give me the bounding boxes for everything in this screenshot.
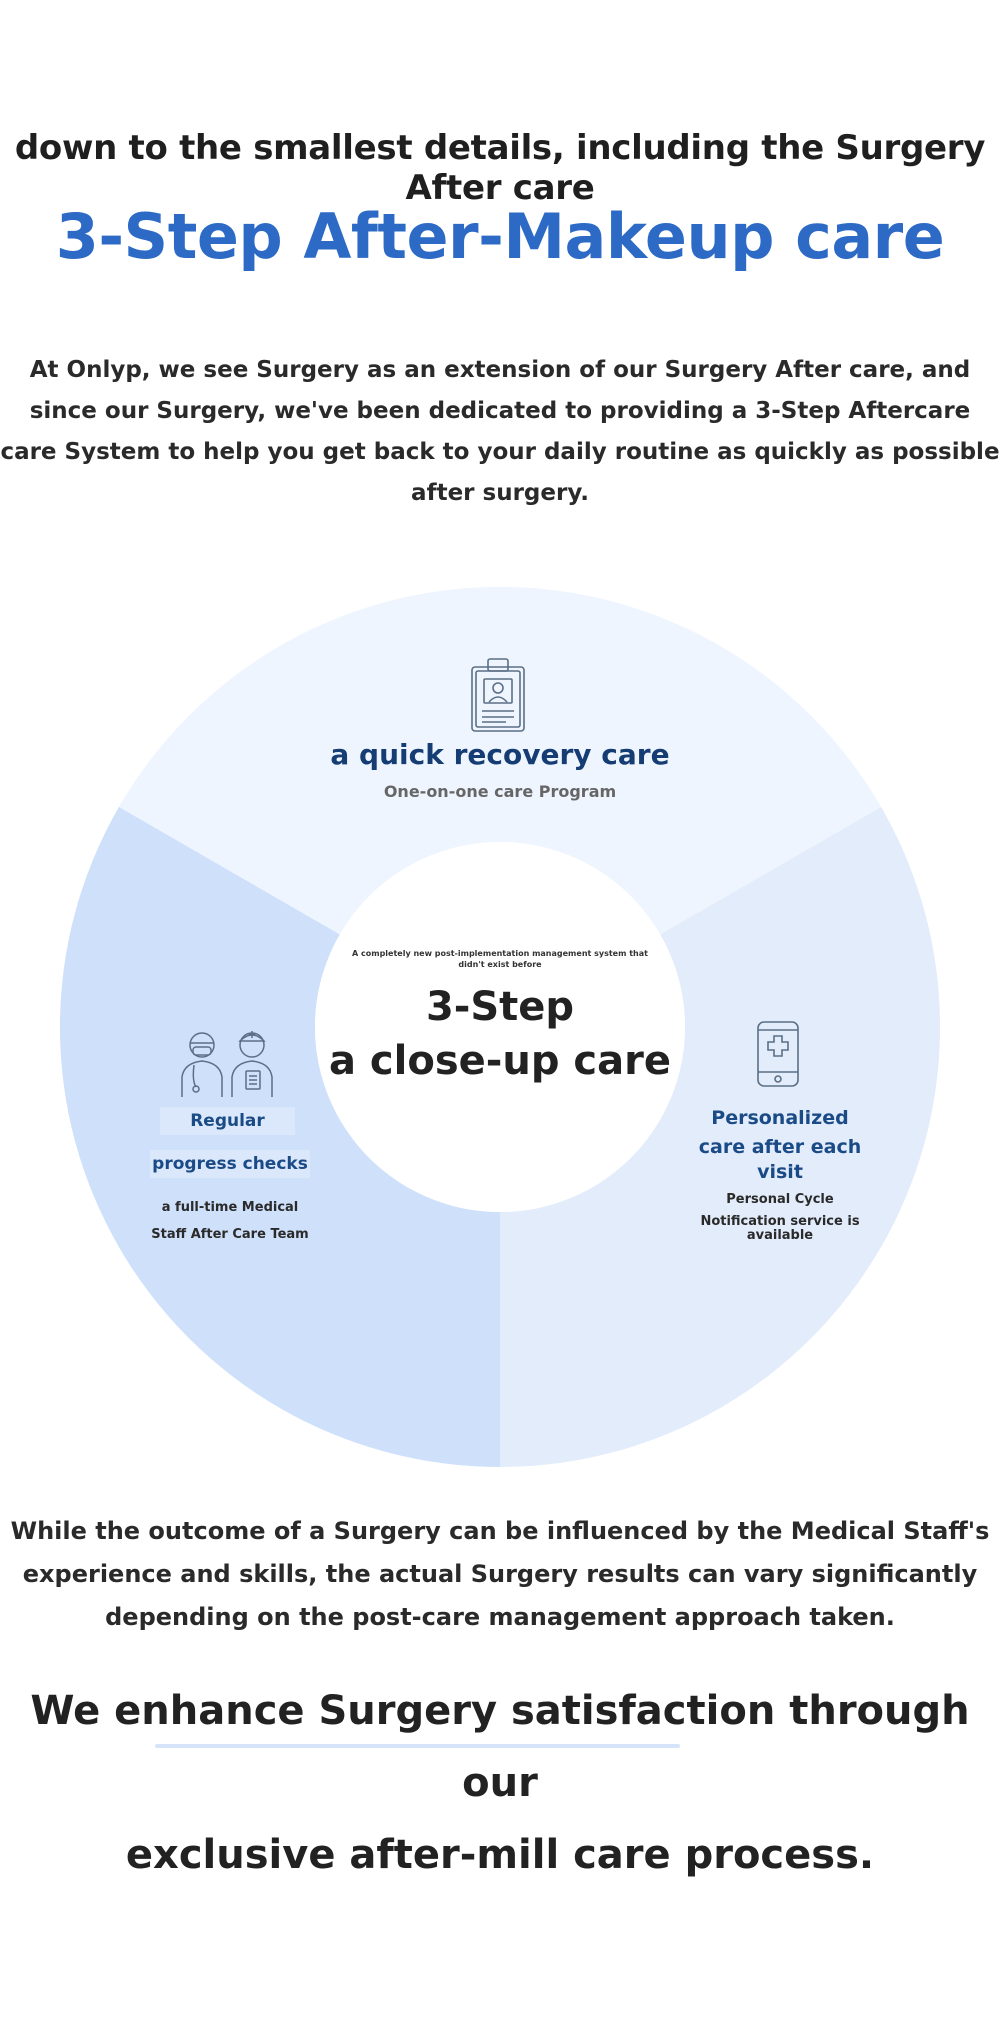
ring-segment-right	[500, 807, 940, 1467]
enhance-underline	[155, 1744, 680, 1748]
mobile-phone-icon	[757, 1021, 799, 1087]
ring-right-title: Personalized care after each visit	[690, 1104, 870, 1182]
enhance-line2: exclusive after-mill care process.	[125, 1832, 875, 1878]
ring-top-subtitle: One-on-one care Program	[383, 782, 617, 801]
ring-right-title-line3: visit	[757, 1161, 803, 1183]
enhance-line1: We enhance Surgery satisfaction through …	[30, 1688, 970, 1806]
ring-center-circle	[315, 842, 685, 1212]
aftercare-ring-diagram	[60, 587, 940, 1467]
ring-segment-left	[60, 807, 500, 1467]
ring-left-title-line1: Regular	[160, 1107, 295, 1135]
medical-staff-icon	[181, 1031, 273, 1097]
ring-top-title: a quick recovery care	[330, 738, 670, 771]
ring-segment-top	[118, 587, 882, 935]
page-title: 3-Step After-Makeup care	[55, 200, 945, 273]
ring-right-subtitle-line2: Notification service is available	[700, 1214, 860, 1243]
ring-left-title-line2: progress checks	[150, 1150, 310, 1178]
clipboard-icon	[471, 658, 525, 732]
ring-left-subtitle-line1: a full-time Medical	[161, 1200, 299, 1215]
outcome-paragraph: While the outcome of a Surgery can be in…	[10, 1517, 990, 1631]
ring-center-caption: A completely new post-implementation man…	[352, 949, 648, 969]
ring-center-title-line2: a close-up care	[329, 1038, 671, 1084]
ring-right-title-line1: Personalized	[711, 1107, 849, 1129]
ring-left-subtitle-line2: Staff After Care Team	[151, 1227, 309, 1242]
ring-right-title-line2: care after each	[698, 1136, 862, 1158]
ring-center-title-line1: 3-Step	[425, 984, 575, 1030]
enhance-statement: We enhance Surgery satisfaction through …	[0, 1675, 1000, 1891]
intro-paragraph: At Onlyp, we see Surgery as an extension…	[0, 357, 1000, 506]
lead-line: down to the smallest details, including …	[14, 128, 986, 208]
ring-center-title: 3-Step a close-up care	[320, 980, 680, 1088]
ring-right-subtitle-line1: Personal Cycle	[726, 1192, 834, 1207]
